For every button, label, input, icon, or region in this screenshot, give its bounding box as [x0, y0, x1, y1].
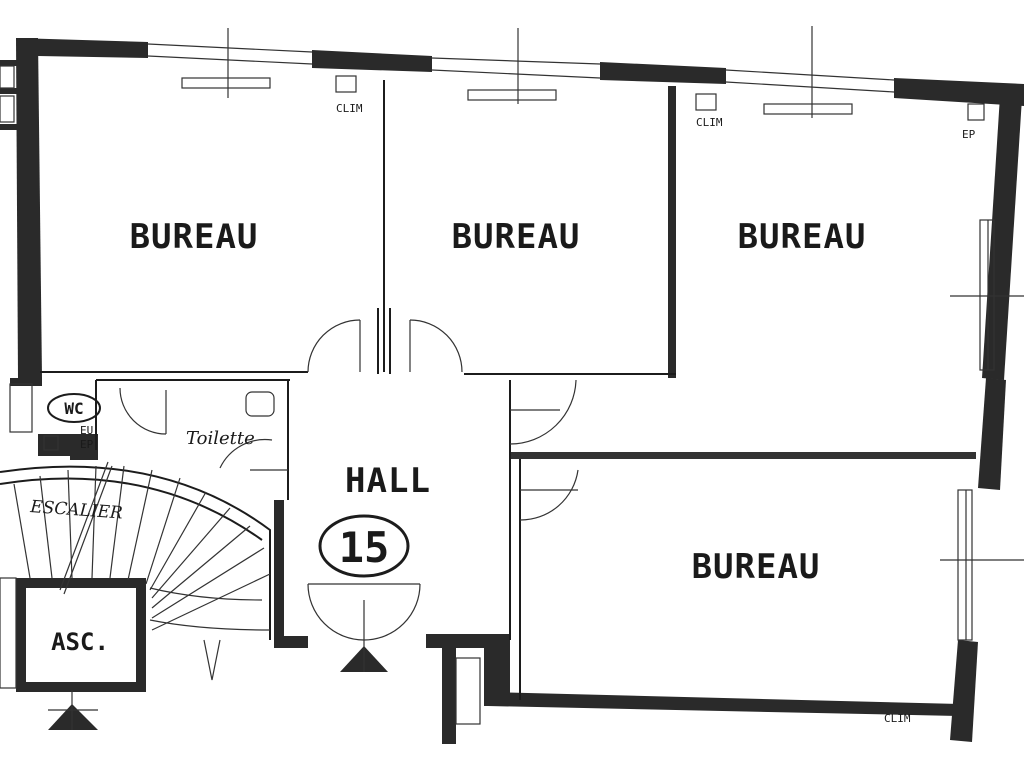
- fixtures: [43, 75, 985, 725]
- room-label-toilette: Toilette: [186, 428, 255, 449]
- room-label-escalier: ESCALIER: [29, 497, 124, 523]
- room-label-bureau-4: BUREAU: [692, 547, 821, 587]
- partitions: [40, 43, 895, 700]
- unit-number-badge: [318, 514, 410, 578]
- label-eu: EU: [80, 424, 93, 437]
- room-label-bureau-1: BUREAU: [130, 217, 259, 257]
- label-clim-2: CLIM: [696, 116, 723, 129]
- label-clim-3: CLIM: [884, 712, 911, 725]
- room-label-wc: WC: [64, 399, 83, 418]
- room-label-hall: HALL: [345, 461, 431, 501]
- room-label-bureau-2: BUREAU: [452, 217, 581, 257]
- room-label-bureau-3: BUREAU: [738, 217, 867, 257]
- outer-walls: [0, 38, 1024, 744]
- doors: [48, 308, 579, 730]
- room-label-ascenseur: ASC.: [51, 628, 109, 656]
- wc-badge: [47, 393, 101, 423]
- label-clim-1: CLIM: [336, 102, 363, 115]
- unit-number: 15: [339, 523, 390, 572]
- staircase: [0, 461, 271, 689]
- label-ep-1: EP: [962, 128, 976, 141]
- windows: [0, 26, 1024, 641]
- label-ep-2: EP: [80, 438, 94, 451]
